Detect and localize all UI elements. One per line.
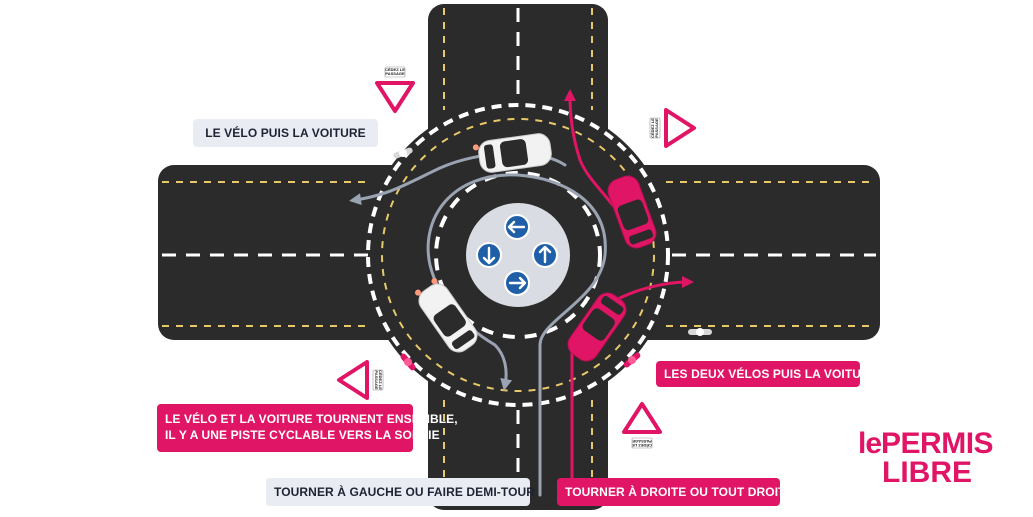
- yield-sign-icon: CÉDEZ LE PASSAGE: [649, 108, 696, 148]
- car-icon: [567, 292, 627, 362]
- bike-lane-ring: [381, 118, 655, 392]
- svg-text:PASSAGE: PASSAGE: [632, 439, 652, 444]
- svg-text:CÉDEZ LE: CÉDEZ LE: [650, 118, 655, 138]
- car-icon: [472, 133, 552, 173]
- label-velo-puis-voiture-text: LE VÉLO PUIS LA VOITURE: [205, 126, 366, 140]
- bicycle-icon: [400, 353, 416, 371]
- arrow-right-icon: [504, 270, 530, 296]
- label-ensemble-line1: LE VÉLO ET LA VOITURE TOURNENT ENSEMBLE,: [165, 412, 458, 426]
- svg-text:PASSAGE: PASSAGE: [374, 370, 379, 390]
- svg-text:PASSAGE: PASSAGE: [385, 71, 405, 76]
- bicycle-icon: [623, 352, 641, 368]
- lane-markings: [162, 8, 876, 506]
- svg-text:CÉDEZ LE: CÉDEZ LE: [378, 370, 383, 390]
- bicycle-icon: [688, 328, 712, 336]
- car-icon: [415, 278, 478, 353]
- label-velo-puis-voiture: LE VÉLO PUIS LA VOITURE: [193, 119, 378, 147]
- arrow-up-icon: [532, 242, 558, 268]
- yield-sign-icon: CÉDEZ LE PASSAGE: [375, 66, 415, 113]
- yield-sign-icon: CÉDEZ LE PASSAGE: [622, 402, 662, 449]
- outer-dashed-ring: [366, 103, 670, 407]
- label-deux-velos: LES DEUX VÉLOS PUIS LA VOITURE: [656, 361, 878, 387]
- svg-text:CÉDEZ LE: CÉDEZ LE: [632, 443, 652, 448]
- central-island: [466, 203, 570, 307]
- label-ensemble-line2: IL Y A UNE PISTE CYCLABLE VERS LA SORTIE: [165, 428, 440, 442]
- brand-logo: lePERMIS LIBRE: [858, 427, 1008, 489]
- label-ensemble: LE VÉLO ET LA VOITURE TOURNENT ENSEMBLE,…: [157, 404, 458, 452]
- brand-line2: LIBRE: [882, 457, 972, 489]
- car-icon: [607, 175, 657, 249]
- trajectory-gauche: [426, 173, 607, 497]
- svg-text:CÉDEZ LE: CÉDEZ LE: [385, 67, 405, 72]
- brand-prefix: le: [858, 427, 882, 460]
- inner-dashed-ring: [434, 171, 602, 339]
- label-deux-velos-text: LES DEUX VÉLOS PUIS LA VOITURE: [664, 367, 878, 381]
- brand-word2: LIBRE: [882, 456, 972, 489]
- label-gauche-text: TOURNER À GAUCHE OU FAIRE DEMI-TOUR: [274, 485, 536, 499]
- bicycle-icon: [393, 147, 413, 159]
- label-droite-text: TOURNER À DROITE OU TOUT DROIT: [565, 485, 786, 499]
- brand-line1: lePERMIS: [858, 427, 994, 460]
- arrow-left-icon: [504, 214, 530, 240]
- brand-word1: PERMIS: [881, 427, 994, 460]
- svg-text:PASSAGE: PASSAGE: [654, 118, 659, 138]
- label-droite: TOURNER À DROITE OU TOUT DROIT: [557, 478, 786, 506]
- yield-sign-icon: CÉDEZ LE PASSAGE: [337, 360, 384, 400]
- arrow-down-icon: [476, 242, 502, 268]
- label-gauche: TOURNER À GAUCHE OU FAIRE DEMI-TOUR: [266, 478, 536, 506]
